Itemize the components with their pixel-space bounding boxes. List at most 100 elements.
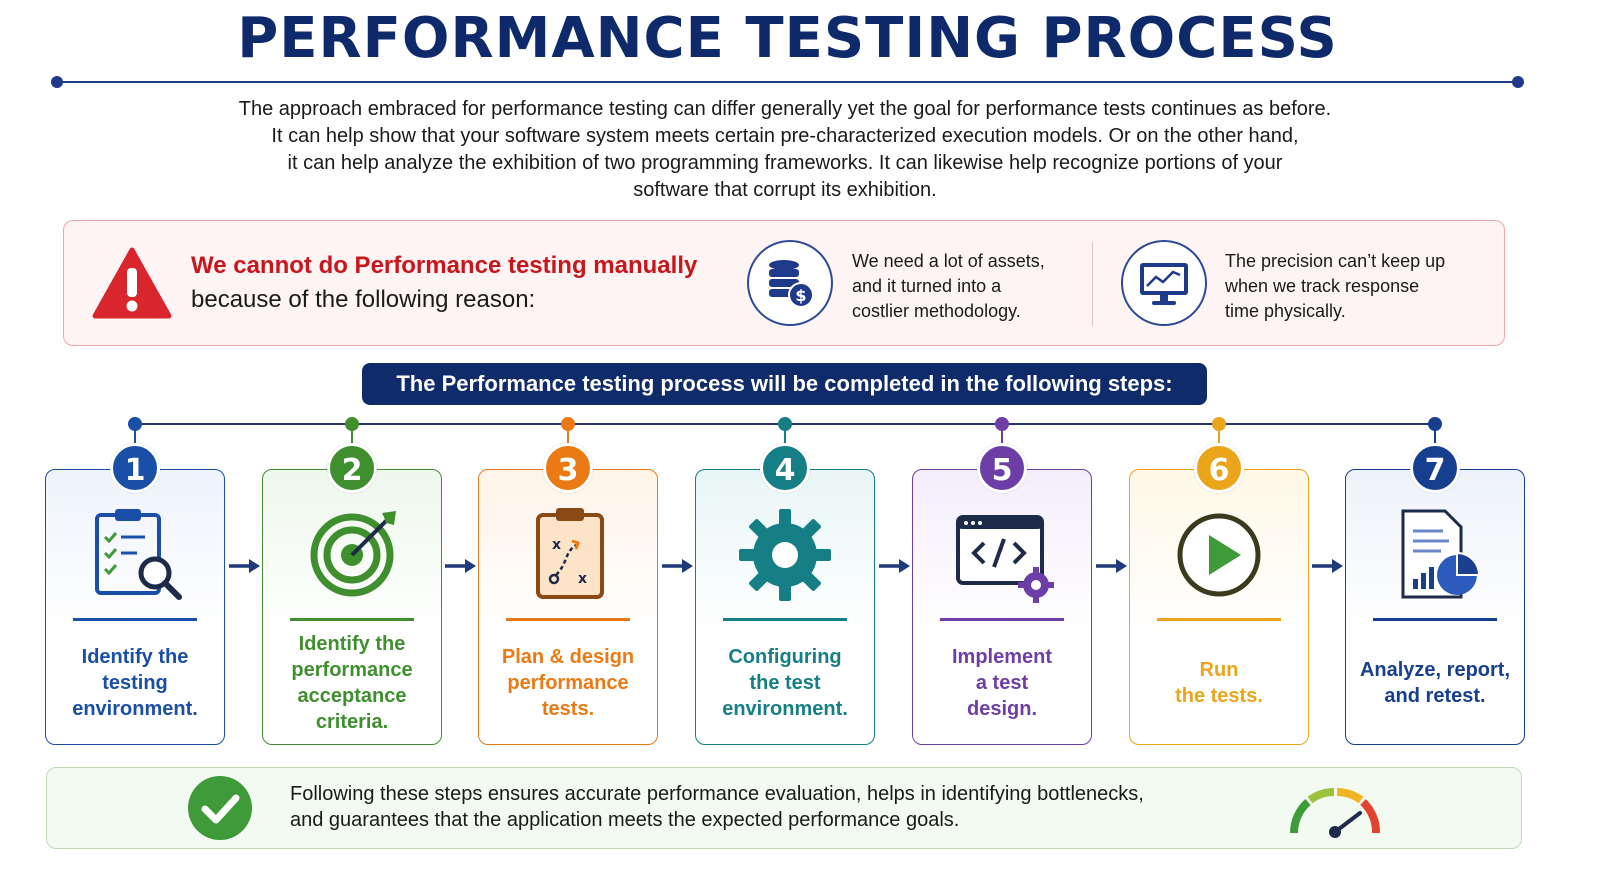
clipboard-search-icon: [95, 509, 182, 600]
page-title: PERFORMANCE TESTING PROCESS: [237, 6, 1338, 71]
steps-banner: The Performance testing process will be …: [362, 363, 1207, 405]
clipboard-plan-icon: x x: [536, 508, 604, 599]
svg-text:x: x: [578, 571, 587, 587]
summary-box: [46, 767, 1522, 849]
arrow-right-icon: [445, 559, 476, 573]
timeline-stem: [134, 425, 136, 445]
arrow-right-icon: [661, 559, 693, 573]
step-divider: [940, 618, 1064, 621]
timeline-dot: [561, 417, 575, 431]
arrow-right-icon: [1095, 559, 1127, 573]
intro-line: software that corrupt its exhibition.: [633, 179, 937, 201]
speedometer-gauge-icon: [1289, 788, 1380, 838]
step-label: Configuring the test environment.: [700, 644, 870, 722]
warning-subline: because of the following reason:: [191, 286, 536, 313]
reason-item-text: We need a lot of assets, and it turned i…: [852, 249, 1045, 324]
reason-item-line: and it turned into a: [852, 276, 1002, 296]
intro-paragraph: The approach embraced for performance te…: [150, 96, 1420, 204]
step-divider: [73, 618, 197, 621]
step-label-line: Run: [1199, 659, 1239, 681]
database-dollar-icon: $: [747, 240, 833, 326]
step-label-line: performance: [507, 672, 629, 694]
step-label-line: performance: [291, 659, 413, 681]
timeline-stem: [1001, 425, 1003, 445]
step-label-line: acceptance: [297, 685, 407, 707]
step-divider: [1157, 618, 1281, 621]
timeline-dot: [995, 417, 1009, 431]
summary-line: Following these steps ensures accurate p…: [290, 783, 1144, 805]
timeline-stem: [567, 425, 569, 445]
timeline-stem: [1218, 425, 1220, 445]
code-window-icon: [956, 515, 1054, 603]
step-label-line: Identify the: [81, 646, 189, 668]
step-divider: [723, 618, 847, 621]
reason-divider: [1092, 242, 1093, 326]
step-label-line: design.: [966, 698, 1037, 720]
intro-line: It can help show that your software syst…: [271, 125, 1299, 147]
step-label: Implement a test design.: [917, 644, 1087, 722]
step-number-badge: 4: [760, 443, 810, 493]
title-underline-dot-left: [51, 76, 63, 88]
svg-text:x: x: [552, 537, 561, 553]
reason-item-line: costlier methodology.: [852, 301, 1021, 321]
timeline-dot: [1428, 417, 1442, 431]
step-label: Identify the testing environment.: [50, 644, 220, 722]
step-divider: [1373, 618, 1497, 621]
reason-item-text: The precision can’t keep up when we trac…: [1225, 249, 1445, 324]
step-number-badge: 6: [1194, 443, 1244, 493]
step-label-line: Analyze, report,: [1359, 659, 1511, 681]
timeline-dot: [345, 417, 359, 431]
warning-headline: We cannot do Performance testing manuall…: [191, 252, 698, 279]
warning-triangle-icon: [92, 247, 172, 319]
svg-text:$: $: [795, 286, 806, 305]
summary-text: Following these steps ensures accurate p…: [290, 781, 1144, 833]
step-label-line: testing: [102, 672, 168, 694]
timeline-dot: [1212, 417, 1226, 431]
monitor-chart-icon: [1121, 240, 1207, 326]
step-label-line: Configuring: [728, 646, 842, 668]
timeline-stem: [351, 425, 353, 445]
step-label-line: environment.: [722, 698, 848, 720]
gear-icon: [739, 509, 831, 601]
step-label-line: Plan & design: [501, 646, 635, 668]
step-divider: [506, 618, 630, 621]
step-label-line: a test: [975, 672, 1029, 694]
step-label: Identify the performance acceptance criteri…: [267, 631, 437, 735]
step-number-badge: 7: [1410, 443, 1460, 493]
arrow-right-icon: [1312, 559, 1343, 573]
step-label-line: Implement: [951, 646, 1053, 668]
step-label-line: Identify the: [298, 633, 406, 655]
intro-line: The approach embraced for performance te…: [238, 98, 1332, 120]
step-label-line: the tests.: [1175, 685, 1263, 707]
target-arrow-icon: [310, 511, 396, 597]
step-number-badge: 1: [110, 443, 160, 493]
step-label-line: and retest.: [1384, 685, 1486, 707]
play-icon: [1177, 513, 1261, 597]
summary-line: and guarantees that the application meet…: [290, 809, 960, 831]
title-underline: [56, 81, 1518, 83]
reason-item-line: time physically.: [1225, 301, 1346, 321]
reason-item-line: The precision can’t keep up: [1225, 251, 1446, 271]
timeline-stem: [1434, 425, 1436, 445]
step-label-line: the test: [749, 672, 821, 694]
step-label-line: criteria.: [315, 711, 389, 733]
step-divider: [290, 618, 414, 621]
step-number-badge: 5: [977, 443, 1027, 493]
arrow-right-icon: [878, 559, 910, 573]
timeline-dot: [778, 417, 792, 431]
step-label: Analyze, report, and retest.: [1350, 657, 1520, 709]
timeline-stem: [784, 425, 786, 445]
step-label: Plan & design performance tests.: [483, 644, 653, 722]
reason-item-line: when we track response: [1225, 276, 1420, 296]
step-label-line: tests.: [541, 698, 595, 720]
title-underline-dot-right: [1512, 76, 1524, 88]
checkmark-icon: [188, 776, 252, 840]
intro-line: it can help analyze the exhibition of tw…: [287, 152, 1283, 174]
timeline-dot: [128, 417, 142, 431]
step-number-badge: 2: [327, 443, 377, 493]
step-label-line: environment.: [72, 698, 198, 720]
reason-item-line: We need a lot of assets,: [852, 251, 1045, 271]
arrow-right-icon: [228, 559, 260, 573]
step-label: Run the tests.: [1134, 657, 1304, 709]
step-number-badge: 3: [543, 443, 593, 493]
